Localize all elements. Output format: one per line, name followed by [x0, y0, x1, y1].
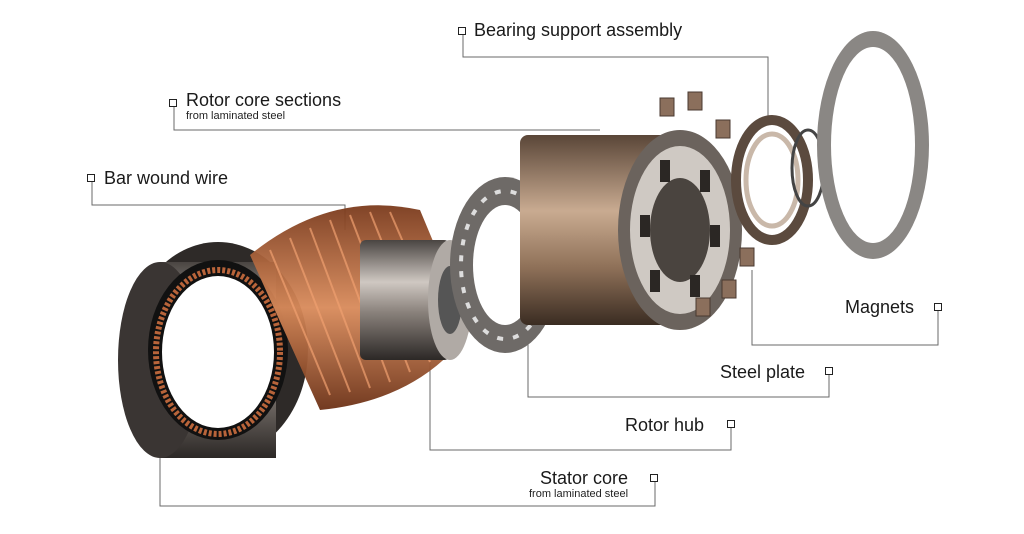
magnets-part: [659, 91, 755, 317]
square-marker-icon: [458, 27, 466, 35]
leader-line-bearing: [462, 34, 769, 120]
label-magnets: Magnets: [845, 297, 914, 317]
leader-line-magnets: [751, 270, 939, 346]
label-stator-core-title: Stator core: [540, 468, 629, 488]
label-magnets-title: Magnets: [845, 297, 915, 317]
leader-line-steel-plate: [527, 340, 830, 398]
thin-plate-part: [817, 31, 929, 259]
label-stator-core: Stator core from laminated steel: [529, 468, 629, 501]
label-rotor-core-title: Rotor core sections: [186, 90, 342, 110]
square-marker-icon: [650, 474, 658, 482]
leader-line-rotor-core: [173, 106, 600, 131]
label-rotor-core-sub: from laminated steel: [186, 110, 286, 122]
label-bar-wound-wire-title: Bar wound wire: [104, 168, 229, 188]
label-stator-core-sub: from laminated steel: [529, 488, 629, 500]
square-marker-icon: [825, 367, 833, 375]
label-rotor-hub: Rotor hub: [625, 415, 704, 435]
leader-line-rotor-hub: [429, 340, 732, 451]
rotor-core-part: [520, 130, 742, 330]
label-bearing-support-title: Bearing support assembly: [474, 20, 683, 40]
label-steel-plate-title: Steel plate: [720, 362, 806, 382]
square-marker-icon: [934, 303, 942, 311]
label-bearing-support: Bearing support assembly: [474, 20, 682, 40]
stator-core-part: [118, 242, 308, 458]
label-rotor-core: Rotor core sections from laminated steel: [186, 90, 341, 123]
label-rotor-hub-title: Rotor hub: [625, 415, 705, 435]
square-marker-icon: [87, 174, 95, 182]
square-marker-icon: [169, 99, 177, 107]
leader-lines: [91, 34, 939, 507]
label-steel-plate: Steel plate: [720, 362, 805, 382]
square-marker-icon: [727, 420, 735, 428]
bearing-support-part: [731, 115, 826, 245]
label-bar-wound-wire: Bar wound wire: [104, 168, 228, 188]
